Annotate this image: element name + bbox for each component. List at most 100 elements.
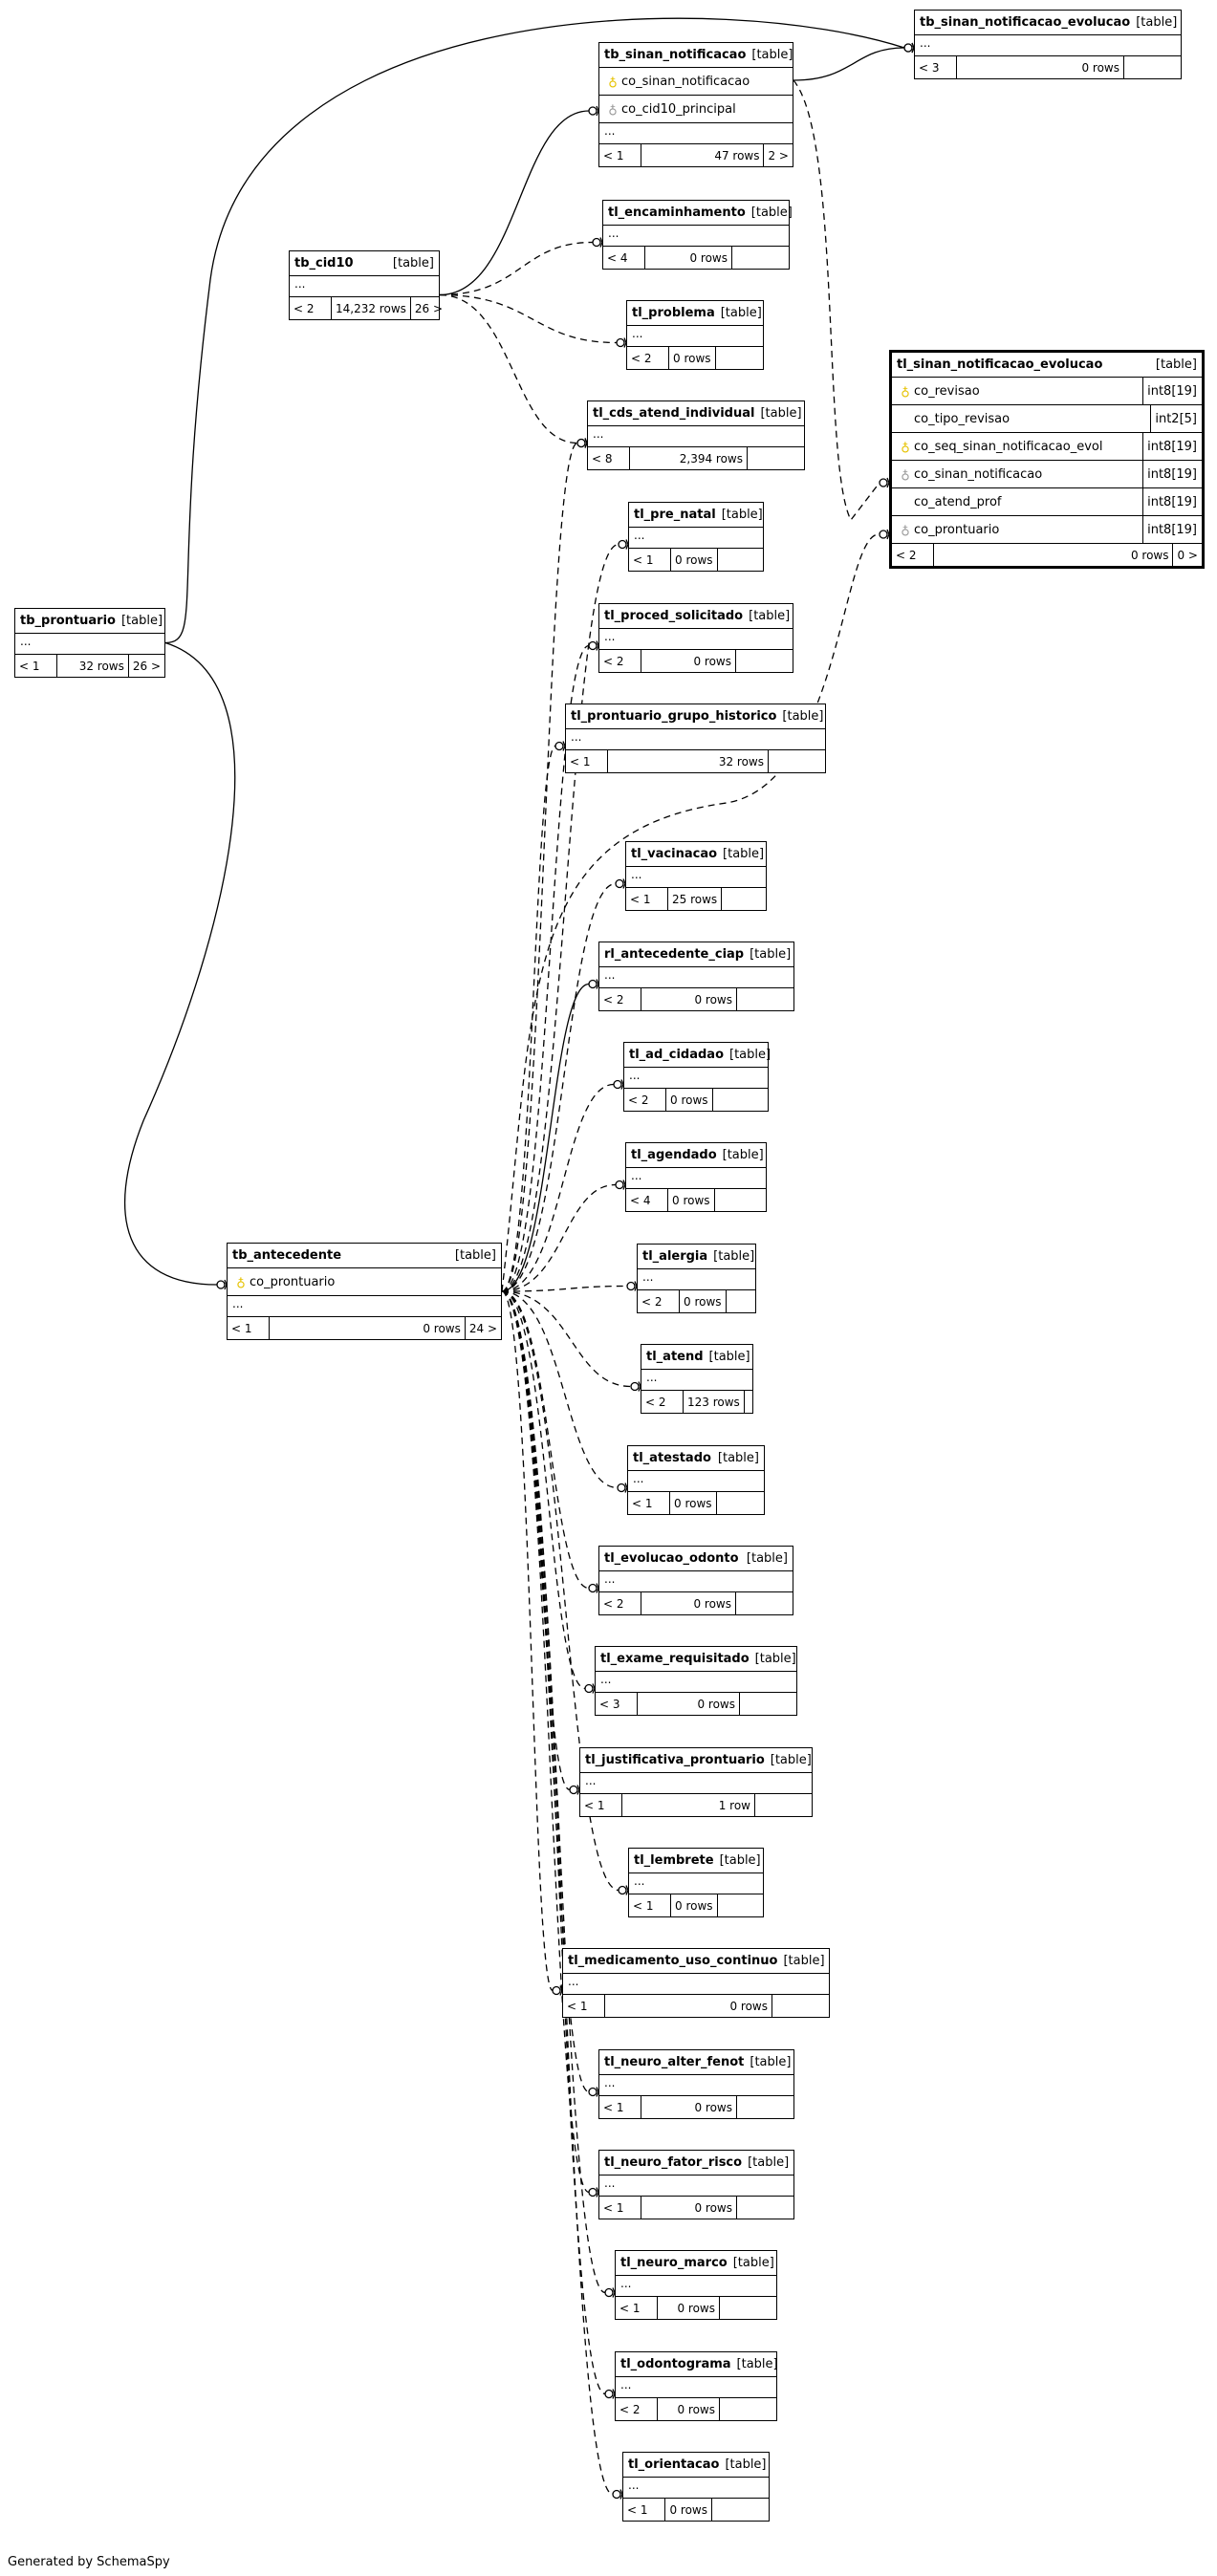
parents-count-link[interactable]: < 1: [599, 2197, 641, 2219]
table-name[interactable]: tl_problema: [632, 306, 715, 320]
parents-count-link[interactable]: < 1: [623, 2499, 665, 2521]
column-row[interactable]: ♀co_cid10_principal: [599, 96, 793, 123]
parents-count-link[interactable]: < 2: [627, 347, 669, 369]
table-name[interactable]: tl_ad_cidadao: [629, 1048, 724, 1062]
table-tl-medicamento-uso-continuo[interactable]: tl_medicamento_uso_continuo[table]...< 1…: [562, 1948, 830, 2018]
table-name[interactable]: tl_neuro_fator_risco: [604, 2155, 743, 2170]
table-name[interactable]: tl_evolucao_odonto: [604, 1551, 739, 1566]
table-name[interactable]: tl_cds_atend_individual: [593, 406, 755, 421]
table-name[interactable]: tl_medicamento_uso_continuo: [568, 1954, 778, 1968]
table-name[interactable]: tl_vacinacao: [631, 847, 718, 861]
table-name[interactable]: tl_lembrete: [634, 1853, 714, 1868]
table-name[interactable]: tl_atend: [646, 1350, 704, 1364]
table-tl-prontuario-grupo-historico[interactable]: tl_prontuario_grupo_historico[table]...<…: [565, 704, 826, 773]
table-name[interactable]: tb_antecedente: [232, 1248, 342, 1263]
table-name[interactable]: tl_neuro_marco: [620, 2256, 728, 2270]
parents-count-link[interactable]: < 1: [580, 1794, 622, 1816]
table-tb-sinan-notificacao[interactable]: tb_sinan_notificacao[table]♀co_sinan_not…: [598, 42, 793, 167]
parents-count-link[interactable]: < 1: [629, 549, 671, 571]
parents-count-link[interactable]: < 1: [599, 2096, 641, 2118]
table-name[interactable]: tb_prontuario: [20, 614, 116, 628]
children-count-link[interactable]: 0 >: [1172, 544, 1202, 566]
parents-count-link[interactable]: < 2: [892, 544, 934, 566]
parents-count-link[interactable]: < 1: [15, 655, 57, 677]
parents-count-link[interactable]: < 2: [599, 1592, 641, 1614]
parents-count-link[interactable]: < 1: [566, 750, 608, 772]
table-name[interactable]: tl_agendado: [631, 1148, 717, 1162]
table-name[interactable]: tb_cid10: [294, 256, 354, 271]
parents-count-link[interactable]: < 1: [628, 1492, 670, 1514]
table-name[interactable]: tl_justificativa_prontuario: [585, 1753, 765, 1767]
table-name[interactable]: tl_orientacao: [628, 2457, 720, 2472]
parents-count-link[interactable]: < 1: [626, 888, 668, 910]
parents-count-link[interactable]: < 2: [599, 988, 641, 1010]
table-name[interactable]: tl_sinan_notificacao_evolucao: [897, 357, 1103, 372]
table-tb-sinan-notificacao-evolucao[interactable]: tb_sinan_notificacao_evolucao[table]...<…: [914, 10, 1182, 79]
table-name[interactable]: tl_alergia: [642, 1249, 708, 1264]
parents-count-link[interactable]: < 2: [641, 1391, 684, 1413]
table-name[interactable]: tl_neuro_alter_fenot: [604, 2055, 745, 2069]
parents-count-link[interactable]: < 1: [228, 1317, 270, 1339]
table-tb-antecedente[interactable]: tb_antecedente[table]♀co_prontuario...< …: [227, 1243, 502, 1340]
table-name[interactable]: tl_proced_solicitado: [604, 609, 744, 623]
table-name[interactable]: tl_odontograma: [620, 2357, 731, 2371]
table-name[interactable]: tl_pre_natal: [634, 508, 716, 522]
table-name[interactable]: tb_sinan_notificacao: [604, 48, 747, 62]
table-tl-justificativa-prontuario[interactable]: tl_justificativa_prontuario[table]...< 1…: [579, 1747, 813, 1817]
parents-count-link[interactable]: < 2: [290, 297, 332, 319]
parents-count-link[interactable]: < 1: [616, 2297, 658, 2319]
parents-count-link[interactable]: < 2: [599, 650, 641, 672]
column-row[interactable]: ♀co_prontuario: [228, 1268, 501, 1296]
parents-count-link[interactable]: < 3: [915, 56, 957, 78]
children-count-link[interactable]: 24 >: [464, 1317, 501, 1339]
table-name[interactable]: tl_prontuario_grupo_historico: [571, 709, 777, 724]
table-name[interactable]: rl_antecedente_ciap: [604, 947, 745, 962]
parents-count-link[interactable]: < 8: [588, 447, 630, 469]
children-count-link[interactable]: 26 >: [409, 297, 446, 319]
children-count-link[interactable]: 26 >: [127, 655, 164, 677]
parents-count-link[interactable]: < 4: [603, 247, 645, 269]
parents-count-link[interactable]: < 2: [638, 1290, 680, 1312]
table-name[interactable]: tl_encaminhamento: [608, 206, 746, 220]
table-name[interactable]: tb_sinan_notificacao_evolucao: [920, 15, 1131, 30]
parents-count-link[interactable]: < 2: [616, 2398, 658, 2420]
children-count-link[interactable]: 2 >: [763, 144, 793, 166]
parents-count-link[interactable]: < 1: [599, 144, 641, 166]
parents-count-link[interactable]: < 2: [624, 1089, 666, 1111]
table-tl-sinan-notificacao-evolucao[interactable]: tl_sinan_notificacao_evolucao[table]♀co_…: [889, 350, 1205, 569]
table-name[interactable]: tl_exame_requisitado: [600, 1652, 750, 1666]
parents-count-link[interactable]: < 1: [629, 1894, 671, 1916]
table-name[interactable]: tl_atestado: [633, 1451, 711, 1465]
parents-count-link[interactable]: < 3: [596, 1693, 638, 1715]
parents-count-link[interactable]: < 1: [563, 1995, 605, 2017]
column-row[interactable]: ♀co_sinan_notificacao: [599, 68, 793, 96]
parents-count-link[interactable]: < 4: [626, 1189, 668, 1211]
